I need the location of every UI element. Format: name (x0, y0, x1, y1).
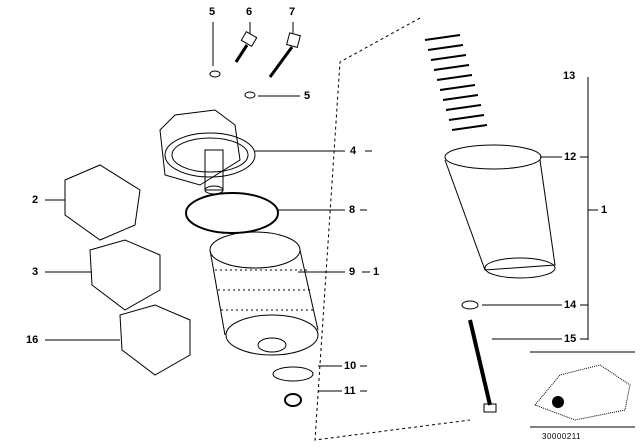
car-location-icon (534, 364, 631, 421)
label-15: 15 (564, 333, 577, 345)
gasket-16 (119, 304, 191, 376)
label-16: 16 (26, 334, 39, 346)
group-boundary (314, 17, 471, 441)
label-14: 14 (564, 299, 577, 311)
label-12: 12 (564, 151, 577, 163)
gasket-2 (64, 164, 141, 241)
label-10: 10 (344, 360, 357, 372)
filter-element-9 (209, 231, 319, 356)
washer-14 (461, 300, 479, 310)
label-6: 6 (246, 6, 253, 18)
gasket-3 (89, 239, 161, 311)
label-7: 7 (289, 6, 296, 18)
label-4: 4 (350, 145, 357, 157)
washer-10 (272, 366, 314, 382)
bolt-6 (234, 30, 258, 63)
washer-5a (209, 70, 221, 78)
filter-housing-4 (159, 109, 256, 195)
label-5-lower: 5 (304, 90, 311, 102)
label-11: 11 (344, 385, 356, 397)
label-1-right: 1 (601, 204, 608, 216)
label-1: 1 (373, 266, 380, 278)
label-13: 13 (563, 70, 576, 82)
label-9: 9 (349, 266, 356, 278)
diagram-code: 30000211 (542, 432, 581, 441)
filter-cover-12 (444, 144, 556, 279)
label-3: 3 (32, 266, 39, 278)
nut-11 (284, 393, 302, 407)
spring (424, 34, 488, 131)
label-5: 5 (209, 6, 216, 18)
bolt-15 (468, 319, 497, 413)
label-8: 8 (349, 204, 356, 216)
label-2: 2 (32, 194, 39, 206)
bolt-7 (268, 32, 301, 78)
o-ring-8 (185, 192, 279, 234)
washer-5b (244, 91, 256, 99)
